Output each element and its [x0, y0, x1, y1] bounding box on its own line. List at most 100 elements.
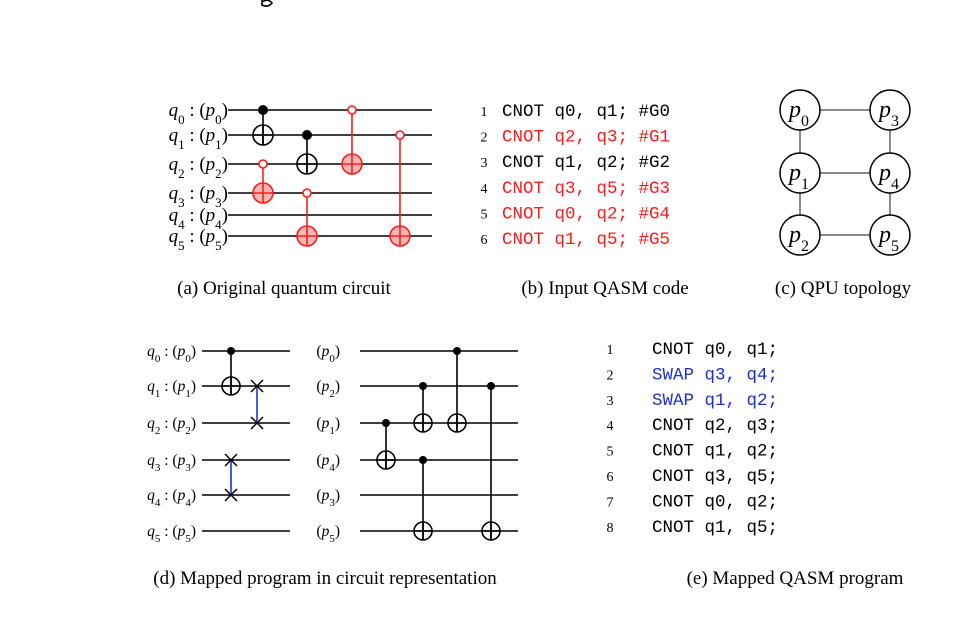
qubit-label-q2: q2 : (p2) — [169, 154, 228, 181]
mid-label-0: (p0) — [316, 343, 340, 365]
node-label: p3 — [877, 97, 899, 130]
left-label-q0: q0 : (p0) — [147, 343, 196, 365]
panel-d-mapped-circuit: q0 : (p0) (p0) q1 : (p1) (p2) q2 : (p2) (p1) q… — [147, 343, 518, 545]
gate-g2 — [296, 130, 318, 175]
line-number: 5 — [607, 445, 614, 460]
mapped-qasm-line-1: 1 CNOT q0, q1; — [607, 340, 779, 360]
qubit-label-q5: q5 : (p5) — [169, 226, 228, 253]
cnot-control-dot — [302, 130, 312, 140]
line-number: 2 — [481, 131, 488, 146]
mapped-qasm-line-3: 3 SWAP q1, q2; — [607, 391, 779, 411]
line-number: 3 — [607, 394, 614, 409]
swap-x — [250, 379, 264, 393]
qubit-label-q0: q0 : (p0) — [169, 100, 228, 127]
cnot-control-dot — [419, 456, 427, 464]
mid-label-1: (p2) — [316, 378, 340, 400]
node-label: p2 — [787, 222, 809, 255]
caption-d: (d) Mapped program in circuit representa… — [153, 568, 497, 589]
qpu-node-p1: p1 — [779, 152, 821, 194]
code-text: CNOT q2, q3; — [652, 416, 778, 436]
caption-b: (b) Input QASM code — [521, 278, 688, 299]
cnot-control-dot — [487, 382, 495, 390]
gate-g3 — [296, 188, 318, 247]
code-text: CNOT q3, q5; — [652, 467, 778, 487]
gate-g4 — [341, 105, 363, 175]
line-number: 8 — [607, 521, 614, 536]
mapped-cnot-2 — [447, 347, 467, 433]
cnot-control-dot — [382, 419, 390, 427]
cnot-control-dot — [347, 105, 357, 115]
mid-label-4: (p3) — [316, 487, 340, 509]
swap-gate-0 — [250, 379, 264, 430]
cnot-control-dot — [227, 347, 235, 355]
cnot-control-dot — [453, 347, 461, 355]
swap-gate-1 — [224, 453, 238, 502]
code-text: SWAP q1, q2; — [652, 391, 778, 411]
code-text: CNOT q1, q2; #G2 — [502, 153, 670, 173]
node-circle — [779, 214, 821, 256]
line-number: 4 — [607, 419, 614, 434]
cnot-control-dot — [302, 188, 312, 198]
left-label-q1: q1 : (p1) — [147, 378, 196, 400]
code-text: CNOT q1, q5; — [652, 518, 778, 538]
mapped-qasm-line-5: 5 CNOT q1, q2; — [607, 442, 779, 462]
left-label-q2: q2 : (p2) — [147, 415, 196, 437]
mapped-qasm-line-8: 8 CNOT q1, q5; — [607, 518, 779, 538]
cnot-control-dot — [419, 382, 427, 390]
qpu-node-p5: p5 — [869, 214, 911, 256]
qubit-label-q3: q3 : (p3) — [169, 183, 228, 210]
node-label: p5 — [877, 222, 899, 255]
mapped-cnot-4 — [481, 382, 501, 541]
mid-label-5: (p5) — [316, 523, 340, 545]
cnot-control-dot — [395, 130, 405, 140]
code-text: SWAP q3, q4; — [652, 365, 778, 385]
left-label-q3: q3 : (p3) — [147, 452, 196, 474]
qpu-node-p3: p3 — [869, 89, 911, 131]
code-text: CNOT q1, q5; #G5 — [502, 230, 670, 250]
caption-e: (e) Mapped QASM program — [687, 568, 904, 589]
qpu-node-p0: p0 — [779, 89, 821, 131]
qubit-label-q4: q4 : (p4) — [169, 205, 228, 232]
line-number: 5 — [481, 207, 488, 222]
gate-g0 — [252, 105, 274, 146]
qpu-node-p2: p2 — [779, 214, 821, 256]
caption-a: (a) Original quantum circuit — [177, 278, 391, 299]
cnot-control-dot — [258, 159, 268, 169]
node-label: p1 — [787, 160, 809, 193]
swap-x — [224, 488, 238, 502]
line-number: 3 — [481, 156, 488, 171]
caption-c: (c) QPU topology — [775, 278, 912, 299]
node-circle — [779, 152, 821, 194]
gate-g1 — [252, 159, 274, 204]
mapped-qasm-line-4: 4 CNOT q2, q3; — [607, 416, 779, 436]
line-number: 6 — [481, 233, 488, 248]
gate-g5 — [389, 130, 411, 247]
node-circle — [779, 89, 821, 131]
line-number: 6 — [607, 470, 614, 485]
mapped-cnot-first — [221, 347, 241, 396]
code-text: CNOT q0, q1; — [652, 340, 778, 360]
left-label-q4: q4 : (p4) — [147, 487, 196, 509]
qasm-line-3: 3 CNOT q1, q2; #G2 — [481, 153, 671, 173]
node-label: p4 — [877, 160, 899, 193]
mapped-qasm-line-6: 6 CNOT q3, q5; — [607, 467, 779, 487]
mid-label-3: (p4) — [316, 452, 340, 474]
panel-a-original-circuit: q0 : (p0)q1 : (p1)q2 : (p2)q3 : (p3)q4 :… — [169, 100, 432, 253]
code-text: CNOT q1, q2; — [652, 442, 778, 462]
code-text: CNOT q0, q1; #G0 — [502, 102, 670, 122]
left-label-q5: q5 : (p5) — [147, 523, 196, 545]
code-text: CNOT q2, q3; #G1 — [502, 128, 670, 148]
qasm-line-6: 6 CNOT q1, q5; #G5 — [481, 230, 671, 250]
clipped-heading-fragment — [261, 0, 274, 7]
swap-x — [224, 453, 238, 467]
mid-label-2: (p1) — [316, 415, 340, 437]
line-number: 1 — [607, 343, 614, 358]
code-text: CNOT q0, q2; — [652, 492, 778, 512]
